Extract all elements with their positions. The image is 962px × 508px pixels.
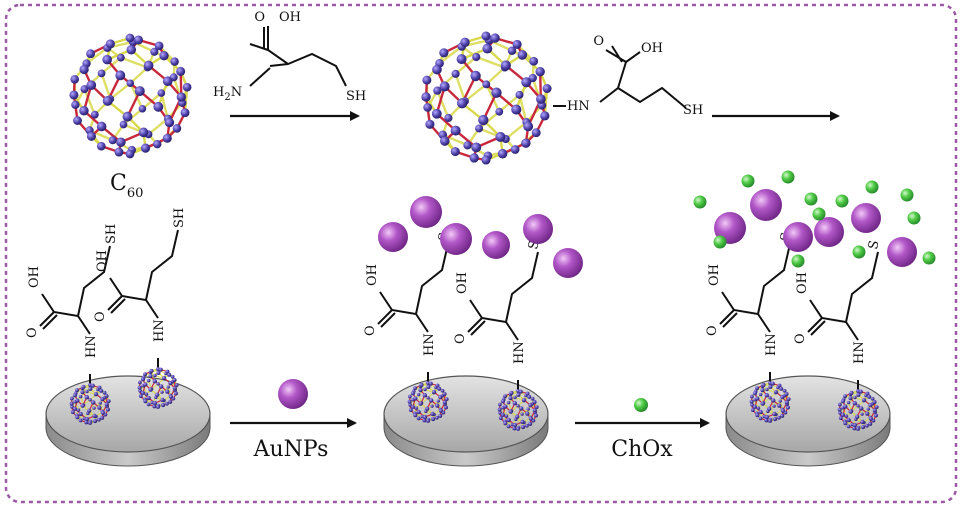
au-nanoparticle-icon <box>750 189 782 221</box>
chox-label: ChOx <box>611 437 673 462</box>
oxygen-label: O <box>593 34 604 49</box>
nanoparticle-cluster <box>378 170 936 278</box>
oxygen-label: O <box>93 311 108 322</box>
hn-label: HN <box>764 333 779 356</box>
buckyball-icon <box>497 389 539 431</box>
au-nanoparticle-icon <box>440 223 472 255</box>
buckyball-icon <box>407 381 449 423</box>
hn-label: HN <box>852 341 867 364</box>
hn-label: HN <box>422 333 437 356</box>
oh-label: OH <box>707 264 722 286</box>
au-nanoparticle-icon <box>887 237 917 267</box>
hn-label: HN <box>512 341 527 364</box>
aunps-label: AuNPs <box>253 437 329 462</box>
thiol-label: SH <box>104 224 119 244</box>
oxygen-label: O <box>363 325 378 336</box>
amine-label: H2N <box>213 85 242 103</box>
s-atom-label: S <box>866 239 882 250</box>
au-nanoparticle-icon <box>553 248 583 278</box>
ligand-chains: HNOOHSHHNOOHSHHNOOHSHNOOHSHNOOHSHNOOHS <box>25 208 882 392</box>
hn-label: HN <box>567 99 590 114</box>
oh-label: OH <box>641 41 663 56</box>
au-nanoparticle-icon <box>278 379 308 409</box>
chox-enzyme-icon <box>865 180 879 194</box>
thiol-label: SH <box>172 208 187 228</box>
chox-enzyme-icon <box>900 188 914 202</box>
au-nanoparticle-icon <box>410 196 442 228</box>
chox-enzyme-icon <box>907 211 921 225</box>
oh-label: OH <box>795 272 810 294</box>
oh-label: OH <box>455 272 470 294</box>
s-atom-label: S <box>526 239 542 250</box>
thiol-label: SH <box>683 103 703 118</box>
thiol-label: SH <box>346 89 366 104</box>
oxygen-label: O <box>793 333 808 344</box>
chox-enzyme-icon <box>791 254 805 268</box>
au-nanoparticle-icon <box>378 222 408 252</box>
chox-enzyme-icon <box>922 251 936 265</box>
buckyball-icon <box>837 389 879 431</box>
au-nanoparticle-icon <box>783 222 813 252</box>
functionalized-chain <box>553 45 687 109</box>
chox-enzyme-icon <box>634 398 648 412</box>
chox-enzyme-icon <box>713 235 727 249</box>
oh-label: OH <box>95 250 110 272</box>
oxygen-label: O <box>705 325 720 336</box>
oxygen-label: O <box>254 10 265 25</box>
oxygen-label: O <box>453 333 468 344</box>
oh-label: OH <box>27 266 42 288</box>
c60-label: C60 <box>110 171 143 201</box>
au-nanoparticle-icon <box>851 203 881 233</box>
chox-enzyme-icon <box>812 207 826 221</box>
dashed-border <box>4 3 958 504</box>
buckyball-icon <box>421 31 552 165</box>
buckyball-icon <box>69 383 111 425</box>
electrode-disc-icon <box>45 375 211 467</box>
au-nanoparticle-icon <box>814 217 844 247</box>
oh-label: OH <box>365 264 380 286</box>
buckyball-icon <box>749 381 791 423</box>
hn-label: HN <box>84 335 99 358</box>
hn-label: HN <box>152 319 167 342</box>
buckyball-icon <box>137 367 179 409</box>
au-nanoparticle-icon <box>482 231 510 259</box>
au-nanoparticle-icon <box>523 214 553 244</box>
chox-enzyme-icon <box>835 194 849 208</box>
amine-bond <box>249 67 271 87</box>
oxygen-label: O <box>25 327 40 338</box>
chox-enzyme-icon <box>804 192 818 206</box>
chox-enzyme-icon <box>781 170 795 184</box>
homocysteine-structure <box>249 26 347 87</box>
chox-enzyme-icon <box>852 245 866 259</box>
oh-label: OH <box>279 10 301 25</box>
buckyball-icon <box>69 33 192 159</box>
chox-enzyme-icon <box>693 195 707 209</box>
chox-enzyme-icon <box>741 174 755 188</box>
